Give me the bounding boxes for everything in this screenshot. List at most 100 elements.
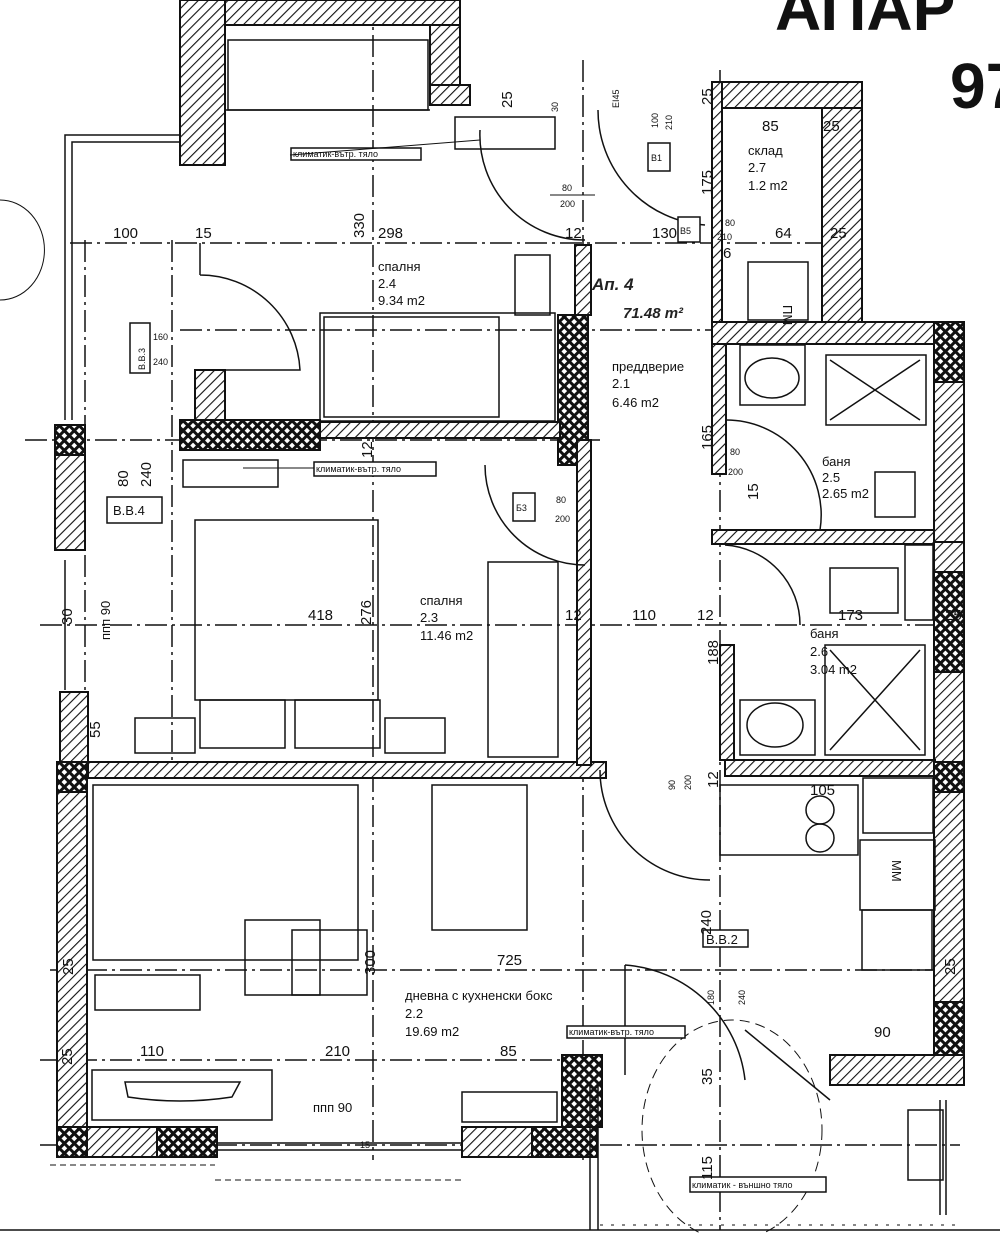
room-name: баня [810, 626, 839, 641]
dimension: 12 [697, 607, 714, 624]
door-height: 210 [717, 232, 732, 242]
dimension: 25 [499, 91, 516, 108]
ac-inner-label-1: климатик-вътр. тяло [293, 149, 378, 159]
door-height: 210 [664, 115, 674, 130]
door-height: 200 [560, 199, 575, 209]
tag-b5: B5 [680, 226, 691, 236]
room-name: склад [748, 143, 783, 158]
tag-bb2: B.B.2 [706, 932, 738, 947]
dimension: 25 [945, 607, 962, 624]
dimension: 30 [59, 608, 76, 625]
dimension: 12 [705, 771, 722, 788]
dimension: 90 [874, 1024, 891, 1041]
dimension: 15 [745, 483, 762, 500]
door-width: 80 [725, 218, 735, 228]
room-number: 2.3 [420, 610, 438, 625]
dimension: 165 [699, 425, 716, 450]
dimension: 12 [565, 225, 582, 242]
room-area: 19.69 m2 [405, 1024, 459, 1039]
door-sizes: 80 200 100 210 80 200 80 210 160 240 80 … [115, 113, 747, 1005]
ei45-label: EI45 [611, 89, 621, 108]
room-name: преддверие [612, 359, 684, 374]
door-width: 80 [730, 447, 740, 457]
room-2-7: склад 2.7 1.2 m2 [748, 143, 788, 193]
room-area: 2.65 m2 [822, 486, 869, 501]
room-2-5: баня 2.5 2.65 m2 [822, 454, 869, 501]
room-number: 2.5 [822, 470, 840, 485]
dimension: 12 [565, 607, 582, 624]
door-width: 180 [706, 990, 716, 1005]
room-number: 2.6 [810, 644, 828, 659]
dimension: 25 [60, 958, 77, 975]
dimension: 130 [652, 225, 677, 242]
dimension: 15 [195, 225, 212, 242]
room-area: 9.34 m2 [378, 293, 425, 308]
title-line1: АПАР [775, 0, 955, 44]
room-2-1: преддверие 2.1 6.46 m2 [612, 359, 684, 410]
dimension: 173 [838, 607, 863, 624]
door-height: 240 [737, 990, 747, 1005]
door-width: 80 [556, 495, 566, 505]
door-width: 100 [650, 113, 660, 128]
apartment-label: Ап. 4 [591, 275, 634, 294]
ac-outer-label: климатик - външно тяло [692, 1180, 793, 1190]
ac-inner-label-3: климатик-вътр. тяло [569, 1027, 654, 1037]
dimension: 55 [87, 721, 104, 738]
dimension: 15 [360, 1140, 370, 1150]
tag-bb4: B.B.4 [113, 503, 145, 518]
room-name: баня [822, 454, 851, 469]
dimension: 240 [698, 910, 715, 935]
dimension: 25 [942, 958, 959, 975]
dimension: 30 [550, 102, 560, 112]
tag-bb3: B.B.3 [137, 348, 147, 370]
room-area: 1.2 m2 [748, 178, 788, 193]
dimension: 298 [378, 225, 403, 242]
dimension: 25 [823, 118, 840, 135]
room-2-3: спалня 2.3 11.46 m2 [420, 593, 473, 643]
room-name: дневна с кухненски бокс [405, 988, 553, 1003]
dimension: 105 [810, 782, 835, 799]
dimension: 64 [775, 225, 792, 242]
tag-b3: Б3 [516, 503, 527, 513]
dimension: 25 [830, 225, 847, 242]
room-number: 2.7 [748, 160, 766, 175]
door-height: 200 [683, 775, 693, 790]
door-height: 240 [138, 462, 155, 487]
dimension: 276 [358, 600, 375, 625]
apartment-area: 71.48 m² [623, 305, 684, 322]
ppp-label-1: ппп 90 [98, 601, 113, 640]
doors [199, 109, 831, 1101]
door-width: 160 [153, 332, 168, 342]
room-area: 11.46 m2 [420, 628, 473, 643]
dimension: 25 [59, 1048, 76, 1065]
door-height: 240 [153, 357, 168, 367]
walls [54, 0, 965, 1158]
title-line2: 97 [950, 50, 1000, 122]
dimension: 110 [140, 1043, 164, 1060]
tags: B1 B5 Б3 B.B.3 B.B.4 B.B.2 ПМ ММ климати… [98, 89, 904, 1193]
room-name: спалня [378, 259, 421, 274]
room-area: 6.46 m2 [612, 395, 659, 410]
sheet-title: АПАР 97 [775, 0, 1000, 122]
ppp-label-2: ппп 90 [313, 1100, 352, 1115]
dimension: 175 [699, 170, 716, 195]
door-width: 80 [115, 470, 132, 487]
dimension: 330 [351, 213, 368, 238]
dimension: 35 [699, 1068, 716, 1085]
room-number: 2.1 [612, 376, 630, 391]
dimension: 85 [762, 118, 779, 135]
door-width: 80 [562, 183, 572, 193]
dimension: 12 [359, 441, 376, 458]
tag-pm: ПМ [780, 305, 795, 325]
dimension: 110 [632, 607, 656, 624]
room-number: 2.4 [378, 276, 396, 291]
ac-inner-label-2: климатик-вътр. тяло [316, 464, 401, 474]
room-name: спалня [420, 593, 463, 608]
furniture [91, 116, 944, 1234]
dimension: 210 [325, 1043, 350, 1060]
dimension: 188 [705, 640, 722, 665]
room-2-2: дневна с кухненски бокс 2.2 19.69 m2 [405, 988, 553, 1039]
room-labels: спалня 2.4 9.34 m2 преддверие 2.1 6.46 m… [378, 143, 869, 1039]
